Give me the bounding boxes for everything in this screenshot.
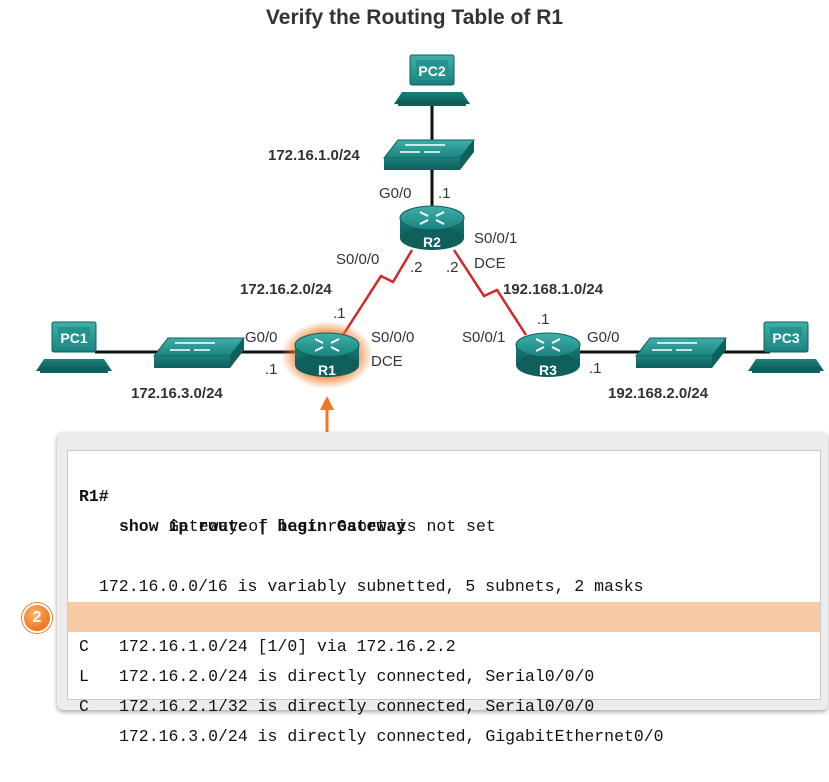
interface-label: S0/0/0 — [336, 251, 379, 268]
interface-label: G0/0 — [245, 329, 278, 346]
switch-left-icon — [152, 337, 246, 368]
interface-label: S0/0/1 — [462, 329, 505, 346]
pc1-label: PC1 — [60, 330, 87, 346]
pc2-icon: PC2 — [394, 54, 470, 106]
gateway-line: Gateway of last resort is not set — [68, 482, 820, 536]
route-row: S 172.16.1.0/24 [1/0] via 172.16.2.2 — [68, 572, 820, 656]
router-r3-icon: R3 — [515, 332, 581, 378]
pc3-icon: PC3 — [748, 321, 824, 373]
step-badge: 2 — [22, 603, 52, 633]
route-text: 172.16.1.0/24 [1/0] via 172.16.2.2 — [119, 637, 456, 656]
route-row-highlighted: C 172.16.2.0/24 is directly connected, S… — [68, 602, 820, 686]
gateway-text: Gateway of last resort is not set — [169, 517, 496, 536]
summary-text: 172.16.0.0/16 is variably subnetted, 5 s… — [99, 577, 644, 596]
arrow-icon — [320, 396, 334, 432]
route-row: L 172.16.2.1/32 is directly connected, S… — [68, 632, 820, 716]
route-code: C — [79, 697, 89, 716]
switch-right-icon — [634, 337, 728, 368]
ip-label: .1 — [589, 360, 602, 377]
switch-top-icon — [382, 139, 476, 170]
interface-label: S0/0/0 — [371, 329, 414, 346]
route-text: 172.16.2.0/24 is directly connected, Ser… — [119, 667, 595, 686]
route-row: C 172.16.3.0/24 is directly connected, G… — [68, 662, 820, 746]
route-text: 172.16.2.1/32 is directly connected, Ser… — [119, 697, 595, 716]
dce-label: DCE — [371, 353, 403, 370]
network-label: 172.16.2.0/24 — [240, 281, 332, 298]
route-text: 172.16.3.0/24 is directly connected, Gig… — [119, 727, 664, 746]
pc3-label: PC3 — [772, 330, 799, 346]
r2-label: R2 — [423, 234, 441, 250]
network-label: 172.16.3.0/24 — [131, 385, 223, 402]
dce-label: DCE — [474, 255, 506, 272]
summary-line: 172.16.0.0/16 is variably subnetted, 5 s… — [68, 542, 820, 596]
topology-diagram: PC2 R2 R1 R3 — [36, 54, 824, 432]
ip-label: .2 — [446, 259, 459, 276]
ip-label: .1 — [333, 305, 346, 322]
prompt: R1# — [79, 487, 119, 506]
network-label: 192.168.1.0/24 — [503, 281, 604, 298]
route-code: C — [79, 637, 89, 656]
route-code: L — [79, 667, 89, 686]
command: show ip route | begin Gateway — [119, 517, 407, 536]
pc1-icon: PC1 — [36, 321, 112, 373]
interface-label: G0/0 — [379, 185, 412, 202]
interface-label: S0/0/1 — [474, 230, 517, 247]
network-label: 172.16.1.0/24 — [268, 147, 360, 164]
interface-label: G0/0 — [587, 329, 620, 346]
page-title: Verify the Routing Table of R1 — [265, 6, 564, 29]
ip-label: .1 — [537, 311, 550, 328]
ip-label: .1 — [438, 185, 451, 202]
r3-label: R3 — [539, 362, 557, 378]
r1-label: R1 — [318, 362, 336, 378]
serial-link-r1-r2 — [341, 249, 414, 336]
serial-link-r2-r3 — [452, 249, 528, 336]
ip-label: .2 — [410, 259, 423, 276]
pc2-label: PC2 — [418, 63, 445, 79]
terminal-output: R1# show ip route | begin Gateway Gatewa… — [67, 450, 821, 746]
router-r1-icon: R1 — [281, 321, 373, 389]
network-label: 192.168.2.0/24 — [608, 385, 709, 402]
router-r2-icon: R2 — [399, 205, 465, 250]
ip-label: .1 — [265, 361, 278, 378]
command-line: R1# show ip route | begin Gateway — [68, 452, 820, 536]
